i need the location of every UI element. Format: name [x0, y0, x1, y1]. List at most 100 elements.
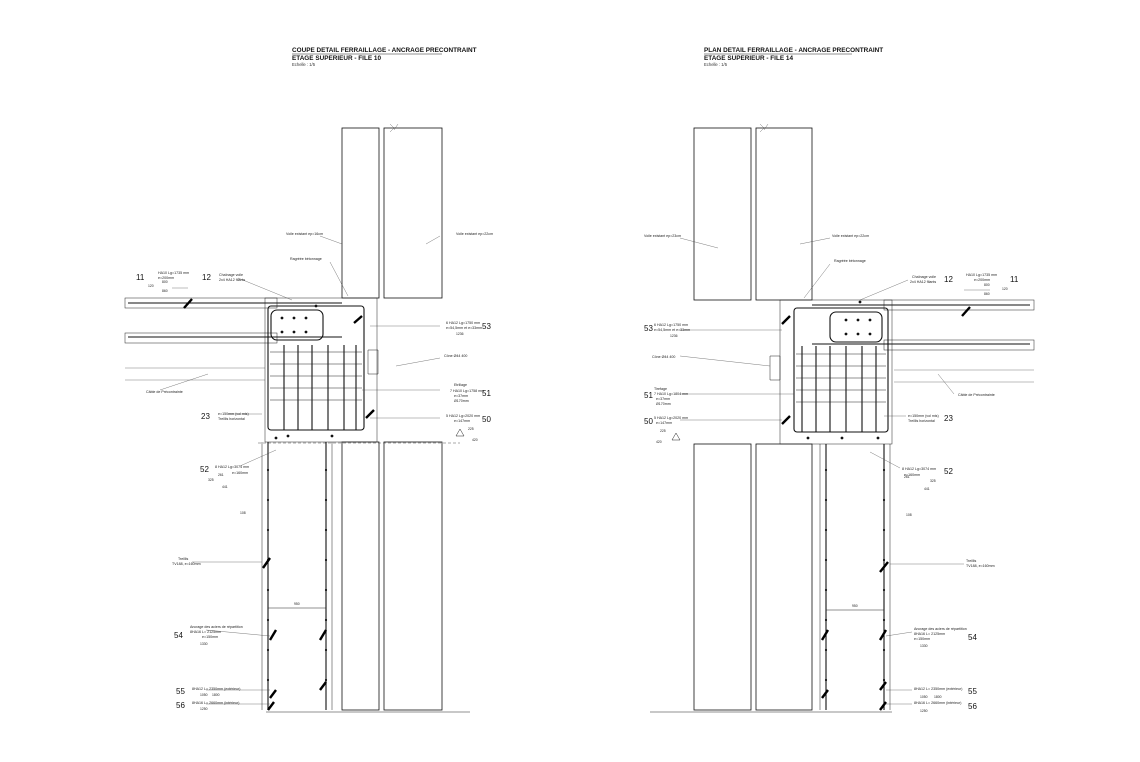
left-slab-lower — [124, 332, 278, 344]
right-dim-261: 261 — [904, 475, 910, 479]
left-dim-860: 860 — [162, 289, 168, 293]
left-label-cable: Câble de Précontrainte — [146, 390, 183, 394]
left-label-voile-left: Voile existant ep=16cm — [286, 232, 323, 236]
left-label-bar23: e=150mm (vol mis) — [218, 412, 249, 416]
left-label-voile-right: Voile existant ep=22cm — [456, 232, 493, 236]
right-callout-55: 55 — [968, 687, 977, 696]
right-label-chainage-bars: 2x4 HA12 filants — [910, 280, 936, 284]
right-slab-lower — [883, 339, 1035, 351]
left-label-treillis-b: TV188, e=160mm — [172, 562, 201, 566]
left-dim-1330: 1330 — [200, 642, 208, 646]
right-dim-420: 420 — [656, 440, 662, 444]
right-vertical-bars — [801, 346, 877, 432]
left-label-bar52-b: e=160mm — [232, 471, 248, 475]
right-label-bar53-b: e=54,5mm et e=33mm — [654, 328, 690, 332]
right-lower-bar-dots — [824, 468, 886, 682]
right-label-treillis-b: TV188, e=160mm — [966, 564, 995, 568]
left-rebar-ticks — [183, 298, 375, 711]
left-label-ha10-e: e=200mm — [158, 276, 174, 280]
left-label-bar54-c: e=150mm — [202, 635, 218, 639]
left-label-ha10: HA10 Lg=1735 mm — [158, 271, 189, 275]
left-callout-51: 51 — [482, 389, 491, 398]
left-label-etrier: Etrillage — [454, 383, 467, 387]
right-label-bar51-c: Ø170mm — [656, 402, 671, 406]
right-label-chainage: Chaînage voile — [912, 275, 936, 279]
left-label-bar56: 8HA16 L= 2660mm (intérieur) — [192, 701, 239, 705]
right-label-voile-left: Voile existant ep=23cm — [644, 234, 681, 238]
left-label-ragrage: Ragréée bétonnage — [290, 257, 322, 261]
left-callout-11: 11 — [136, 273, 145, 282]
right-anchorage-block — [779, 299, 893, 445]
left-callout-55: 55 — [176, 687, 185, 696]
right-callout-53: 53 — [644, 324, 653, 333]
left-dim-441: 441 — [222, 485, 228, 489]
right-label-etrier: Tirefage — [654, 387, 667, 391]
left-label-bar51-b: e=37mm — [454, 394, 468, 398]
right-label-bar53-c: 1236 — [670, 334, 678, 338]
right-dim-108: 108 — [906, 513, 912, 517]
left-cage — [267, 305, 365, 431]
right-label-cable: Câble de Précontrainte — [958, 393, 995, 397]
left-lower-bar-dots — [266, 468, 328, 682]
left-dim-325: 325 — [208, 478, 214, 482]
right-subtitle: ETAGE SUPERIEUR - FILE 14 — [704, 55, 793, 62]
left-dim-225: 225 — [468, 427, 474, 431]
left-callout-50: 50 — [482, 415, 491, 424]
left-label-bar54-b: 8HA16 L= 2125mm — [190, 630, 221, 634]
left-section-marker — [455, 428, 465, 437]
left-label-bar52: 8 HA12 Lg=3074 mm — [215, 465, 249, 469]
right-callout-12: 12 — [944, 275, 953, 284]
right-label-bar51: 7 HA10 Lg=1804 mm — [654, 392, 688, 396]
right-dim-1250: 1250 — [920, 709, 928, 713]
right-dim-325: 325 — [930, 479, 936, 483]
right-label-bar23: e=150mm (vol mis) — [908, 414, 939, 418]
right-callout-23: 23 — [944, 414, 953, 423]
left-callout-12: 12 — [202, 273, 211, 282]
left-dim-420: 420 — [472, 438, 478, 442]
right-callout-11: 11 — [1010, 275, 1019, 284]
right-upper-wall-b — [755, 127, 813, 301]
left-bar-dots — [274, 304, 334, 440]
right-lower-wall-b — [755, 443, 813, 711]
right-label-treillis: Treillis — [966, 559, 976, 563]
left-label-bar53-b: e=54,5mm et e=33mm — [446, 326, 482, 330]
right-callout-56: 56 — [968, 702, 977, 711]
right-callout-50: 50 — [644, 417, 653, 426]
right-label-bar54-b: 8HA16 L= 2125mm — [914, 632, 945, 636]
left-label-bar50: 5 HA12 Lg=2020 mm — [446, 414, 480, 418]
left-label-bar53-c: 1236 — [456, 332, 464, 336]
right-label-voile-right: Voile existant ep=22cm — [832, 234, 869, 238]
left-dim-1250: 1250 — [200, 707, 208, 711]
left-label-treillis: Treillis — [178, 557, 188, 561]
right-callout-51: 51 — [644, 391, 653, 400]
left-detail: COUPE DETAIL FERRAILLAGE - ANCRAGE PRECO… — [124, 47, 493, 713]
left-label-bar51: 7 HA10 Lg=1758 mm — [450, 389, 484, 393]
right-dim-120: 120 — [1002, 287, 1008, 291]
right-stirrup-top — [829, 311, 883, 343]
right-label-bar23-b: Treillis horizontal — [908, 419, 935, 423]
left-dim-950: 950 — [294, 602, 300, 606]
left-callout-23: 23 — [201, 412, 210, 421]
left-lower-wall-b — [383, 441, 443, 711]
left-label-bar54: Ancrage des aciers de répartition — [190, 625, 243, 629]
left-dim-261: 261 — [218, 473, 224, 477]
right-cage — [793, 307, 889, 433]
right-dim-1050: 1050 — [920, 695, 928, 699]
right-section-marker — [671, 432, 681, 441]
right-label-bar52-b: e=160mm — [904, 473, 920, 477]
left-upper-wall-b — [383, 127, 443, 299]
left-dim-1050: 1050 — [200, 693, 208, 697]
left-callout-54: 54 — [174, 631, 183, 640]
right-lower-wall-a — [693, 443, 752, 711]
left-horizontal-bars — [270, 351, 362, 401]
right-upper-wall-a — [693, 127, 752, 301]
right-label-ragrage: Ragréée bétonnage — [834, 259, 866, 263]
left-lower-wall-a — [341, 441, 380, 711]
right-dim-860: 860 — [984, 292, 990, 296]
left-label-chainage-bars: 2x4 HA12 filants — [219, 278, 245, 282]
left-callout-56: 56 — [176, 701, 185, 710]
left-label-chainage: Chaînage voile — [219, 273, 243, 277]
right-callout-52: 52 — [944, 467, 953, 476]
right-label-bar54: Ancrage des aciers de répartition — [914, 627, 967, 631]
